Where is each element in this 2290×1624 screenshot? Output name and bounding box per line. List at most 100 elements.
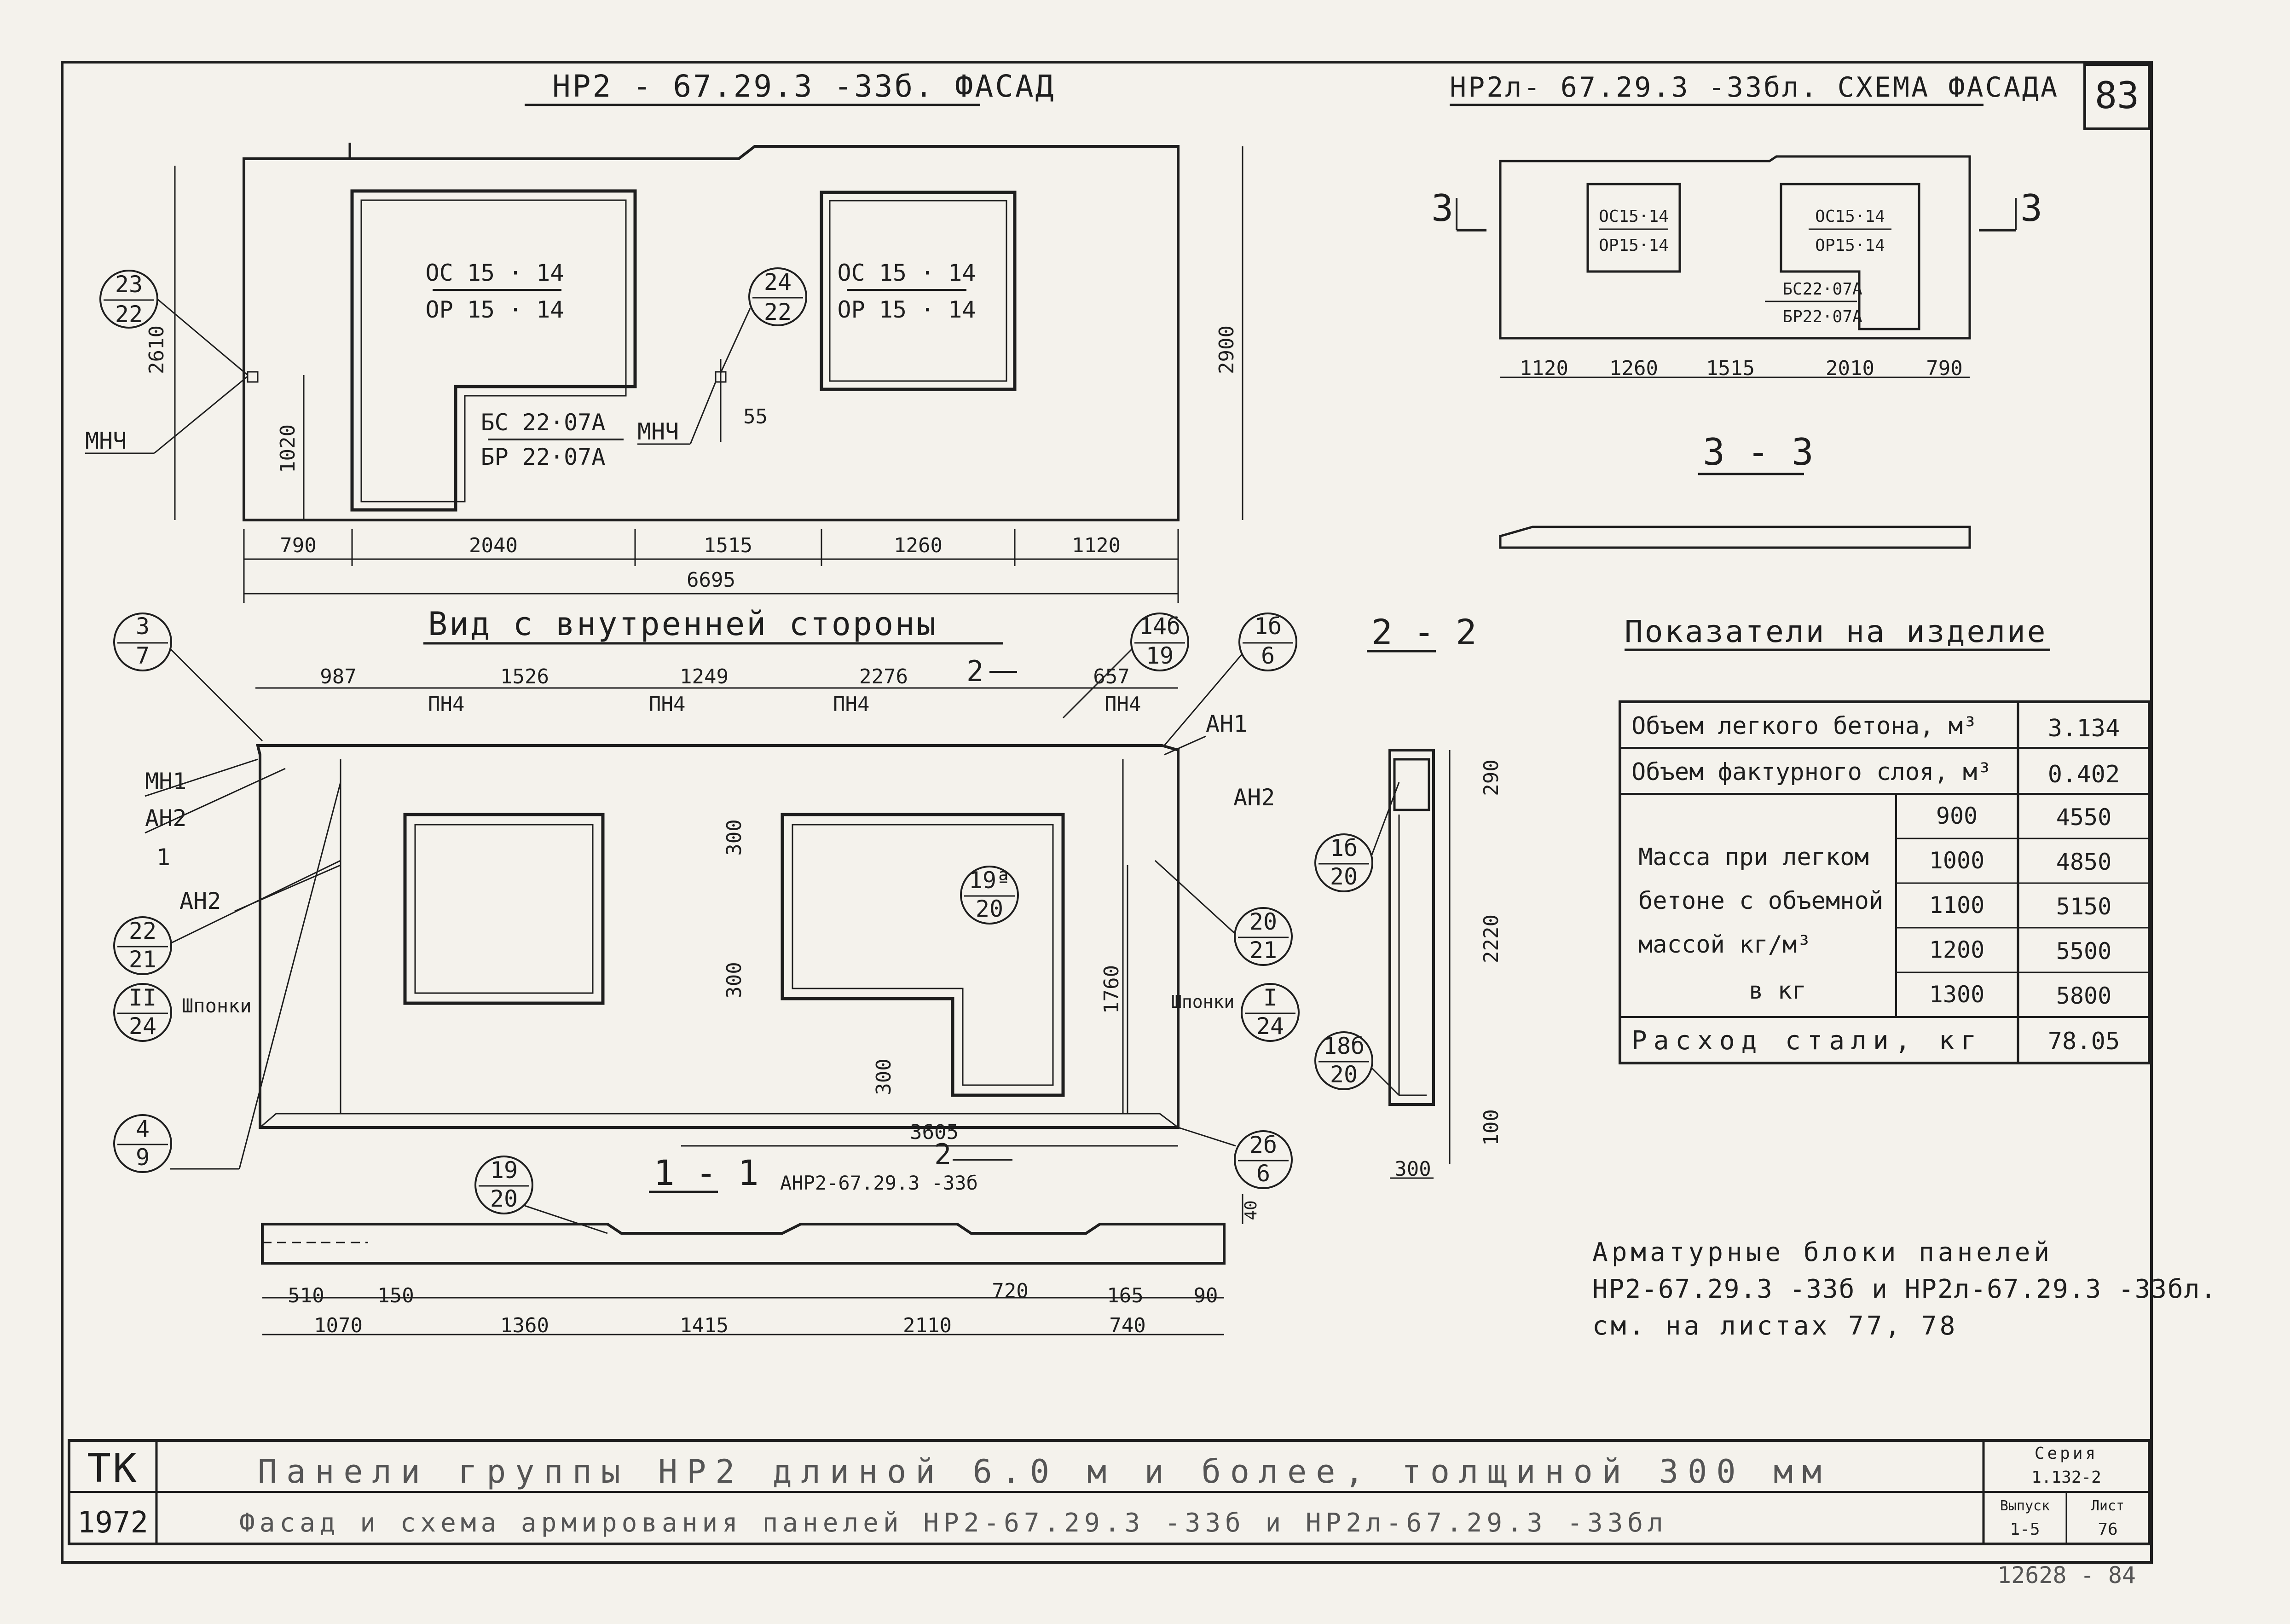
section22-callout-b [1314, 1031, 1373, 1090]
section11-callout [474, 1156, 533, 1214]
inner-opening-right-inner [792, 824, 1054, 1086]
inner-dim-657: 657 [1093, 665, 1129, 688]
inner-callout-ii-24 [113, 983, 172, 1042]
inner-callout-22-21-bottom: 21 [129, 946, 156, 973]
facade-window-left-bottom: ОР 15 · 14 [425, 296, 564, 323]
inner-leader-mn1 [145, 758, 258, 797]
indicators-row-1-label: Объем фактурного слоя, м³ [1631, 758, 1992, 786]
inner-callout-4-9-leader [238, 782, 341, 1169]
scheme-dim-1515: 1515 [1706, 357, 1755, 380]
inner-label-an2-b: АН2 [179, 888, 221, 914]
inner-pn4-2: ПН4 [649, 693, 685, 716]
scheme-window-1-bottom: ОР15·14 [1599, 236, 1669, 255]
scheme-window-2-door [1780, 183, 1920, 330]
scheme-section-mark-right: 3 [2020, 187, 2042, 230]
section33-title: 3 - 3 [1703, 431, 1814, 474]
inner-callout-1b-6-leader [1163, 653, 1243, 746]
indicators-density-900: 900 [1936, 803, 1978, 829]
inner-label-an2-a: АН2 [145, 805, 186, 832]
inner-dim-300-a: 300 [723, 819, 746, 855]
inner-dim-987: 987 [320, 665, 356, 688]
inner-label-an1: АН1 [1206, 711, 1247, 737]
stamp-year: 1972 [77, 1506, 148, 1540]
facade-dim-2610: 2610 [145, 325, 168, 374]
inner-callout-22-21-top: 22 [129, 918, 156, 944]
scheme-window-2-bottom: ОР15·14 [1815, 236, 1885, 255]
indicators-density-1100: 1100 [1929, 892, 1984, 919]
facade-door-top: БС 22·07А [481, 409, 606, 436]
inner-dim-300-b: 300 [723, 962, 746, 998]
section11-mark: АНР2-67.29.3 -33б [780, 1172, 978, 1194]
section11-callout-top: 19 [490, 1157, 518, 1184]
inner-pn4-4: ПН4 [1105, 693, 1141, 716]
inner-callout-14b-19-top: 14б [1139, 613, 1180, 640]
section11-dim-165: 165 [1107, 1284, 1143, 1307]
section11-dim-510: 510 [288, 1284, 324, 1307]
section22-callout-b-bottom: 20 [1330, 1061, 1358, 1088]
inner-opening-right [781, 813, 1065, 1097]
inner-callout-19a-20-bottom: 20 [976, 896, 1003, 922]
scheme-window-2-top: ОС15·14 [1815, 207, 1885, 226]
sheet-number-box [2083, 63, 2151, 130]
indicators-steel-label: Расход стали, кг [1631, 1026, 1983, 1056]
facade-mnch-mid-label: МНЧ [637, 418, 679, 445]
inner-dim-1526: 1526 [500, 665, 549, 688]
facade-view: НР2 - 67.29.3 -33б. ФАСАД ОС 15 · 14 ОР … [85, 69, 1243, 603]
inner-panel-bottom-chamfer [260, 1113, 1179, 1128]
facade-title: НР2 - 67.29.3 -33б. ФАСАД [552, 69, 1055, 104]
facade-mnch-left-label: МНЧ [85, 428, 127, 454]
facade-callout-mid-top: 24 [764, 269, 792, 295]
inner-callout-22-21 [113, 916, 172, 975]
inner-callout-ii-24-bottom: 24 [129, 1013, 156, 1040]
facade-dim-790: 790 [280, 534, 316, 557]
title-block-issue-value: 1-5 [2010, 1520, 2040, 1539]
inner-leader-an1 [1164, 735, 1206, 756]
facade-dim-1260: 1260 [894, 534, 943, 557]
section22-callout-a-leader [1371, 782, 1400, 856]
note-line-3: см. на листах 77, 78 [1592, 1311, 1958, 1341]
inner-label-shponki-left: Шпонки [182, 994, 252, 1017]
stamp-org: ТК [87, 1445, 139, 1491]
inner-label-cut1: 1 [156, 844, 170, 871]
inner-callout-2b-6-top: 2б [1249, 1132, 1277, 1158]
indicators-row-1-value: 0.402 [2048, 761, 2120, 788]
scheme-window-1-top: ОС15·14 [1599, 207, 1669, 226]
section11-dim-720: 720 [992, 1279, 1028, 1303]
facade-dim-1515: 1515 [704, 534, 752, 557]
inner-callout-4-9-top: 4 [136, 1115, 150, 1142]
facade-dim-total: 6695 [687, 568, 735, 592]
note-line-1: Арматурные блоки панелей [1592, 1237, 2053, 1267]
inner-view: Вид с внутренней стороны 987 1526 1249 2… [145, 605, 1275, 1147]
facade-window-right-bottom: ОР 15 · 14 [837, 296, 976, 323]
inner-dim-300-c: 300 [872, 1058, 896, 1095]
facade-dim-2040: 2040 [469, 534, 518, 557]
facade-opening-l [350, 189, 637, 512]
facade-mnch-left-leader [154, 376, 248, 454]
inner-window-left [403, 813, 605, 1005]
inner-title: Вид с внутренней стороны [428, 605, 937, 643]
inner-callout-14b-19-leader [1062, 648, 1133, 719]
section11-dim-740: 740 [1109, 1314, 1145, 1337]
scheme-dim-790: 790 [1926, 357, 1962, 380]
section22-callout-a [1314, 833, 1373, 892]
scheme-dim-1260: 1260 [1609, 357, 1658, 380]
inner-pn4-3: ПН4 [833, 693, 869, 716]
section22-view: 2 - 2 290 2220 100 300 1б 20 18б 20 [1314, 612, 1503, 1181]
inner-dim-2276: 2276 [859, 665, 908, 688]
indicators-density-1200: 1200 [1929, 936, 1984, 963]
inner-callout-2b-6-leader [1178, 1127, 1236, 1147]
facade-door-bottom: БР 22·07А [481, 444, 606, 470]
facade-callout-left-top: 23 [115, 271, 143, 298]
note-line-2: НР2-67.29.3 -33б и НР2л-67.29.3 -33бл. [1592, 1274, 2217, 1304]
section11-dim-150: 150 [377, 1284, 414, 1307]
section33-profile [1499, 526, 1971, 549]
section22-callout-b-leader [1371, 1067, 1400, 1096]
inner-callout-2b-6 [1234, 1130, 1293, 1189]
inner-callout-14b-19 [1130, 613, 1189, 671]
section11-dim-40: 40 [1242, 1200, 1261, 1220]
inner-callout-19a-20 [960, 866, 1019, 925]
inner-callout-20-21 [1234, 907, 1293, 966]
facade-dim-2900: 2900 [1215, 325, 1238, 374]
section22-dim-width: 300 [1394, 1157, 1431, 1181]
facade-mnch-left-marker [247, 371, 259, 383]
